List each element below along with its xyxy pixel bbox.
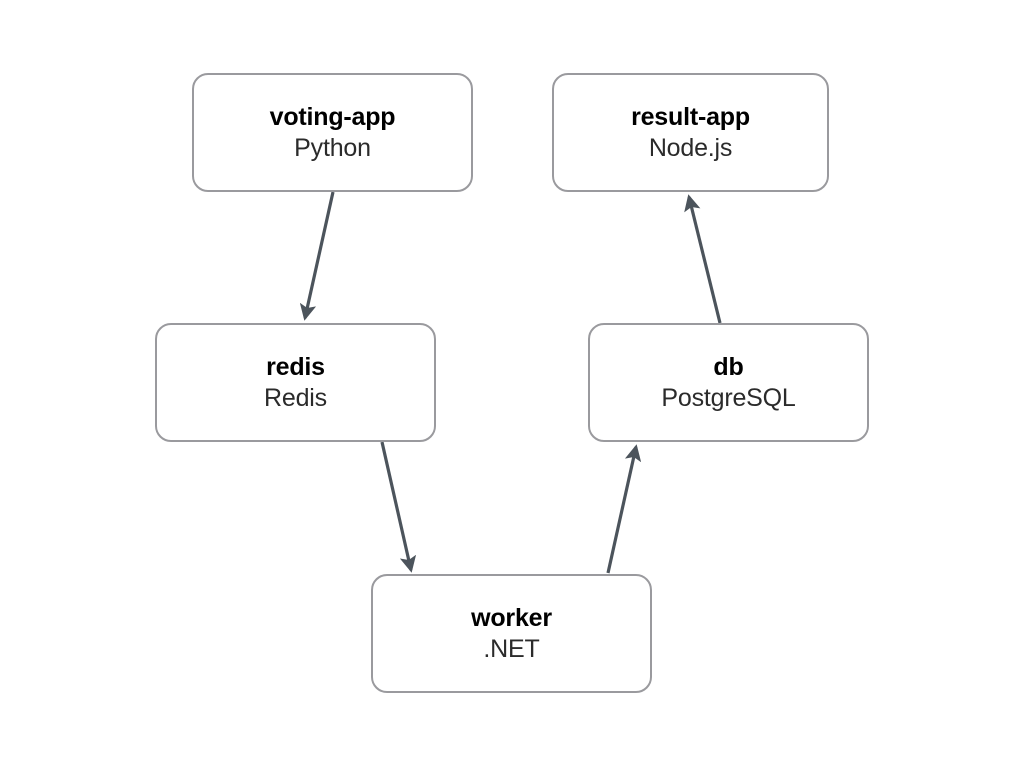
node-voting-app[interactable]: voting-app Python <box>192 73 473 192</box>
node-subtitle: Python <box>294 133 371 162</box>
node-worker[interactable]: worker .NET <box>371 574 652 693</box>
edge-redis-to-worker <box>380 441 417 573</box>
edge-db-to-result-app <box>684 194 722 324</box>
node-title: worker <box>471 603 552 632</box>
edge-voting-app-to-redis <box>299 191 335 321</box>
node-subtitle: Redis <box>264 383 327 412</box>
node-subtitle: .NET <box>483 634 540 663</box>
node-db[interactable]: db PostgreSQL <box>588 323 869 442</box>
node-title: voting-app <box>269 102 396 131</box>
node-title: result-app <box>631 102 750 131</box>
node-subtitle: PostgreSQL <box>661 383 796 412</box>
node-subtitle: Node.js <box>648 133 733 162</box>
node-title: db <box>713 352 744 381</box>
node-redis[interactable]: redis Redis <box>155 323 436 442</box>
node-result-app[interactable]: result-app Node.js <box>552 73 829 192</box>
node-title: redis <box>266 352 325 381</box>
edge-worker-to-db <box>606 444 642 574</box>
